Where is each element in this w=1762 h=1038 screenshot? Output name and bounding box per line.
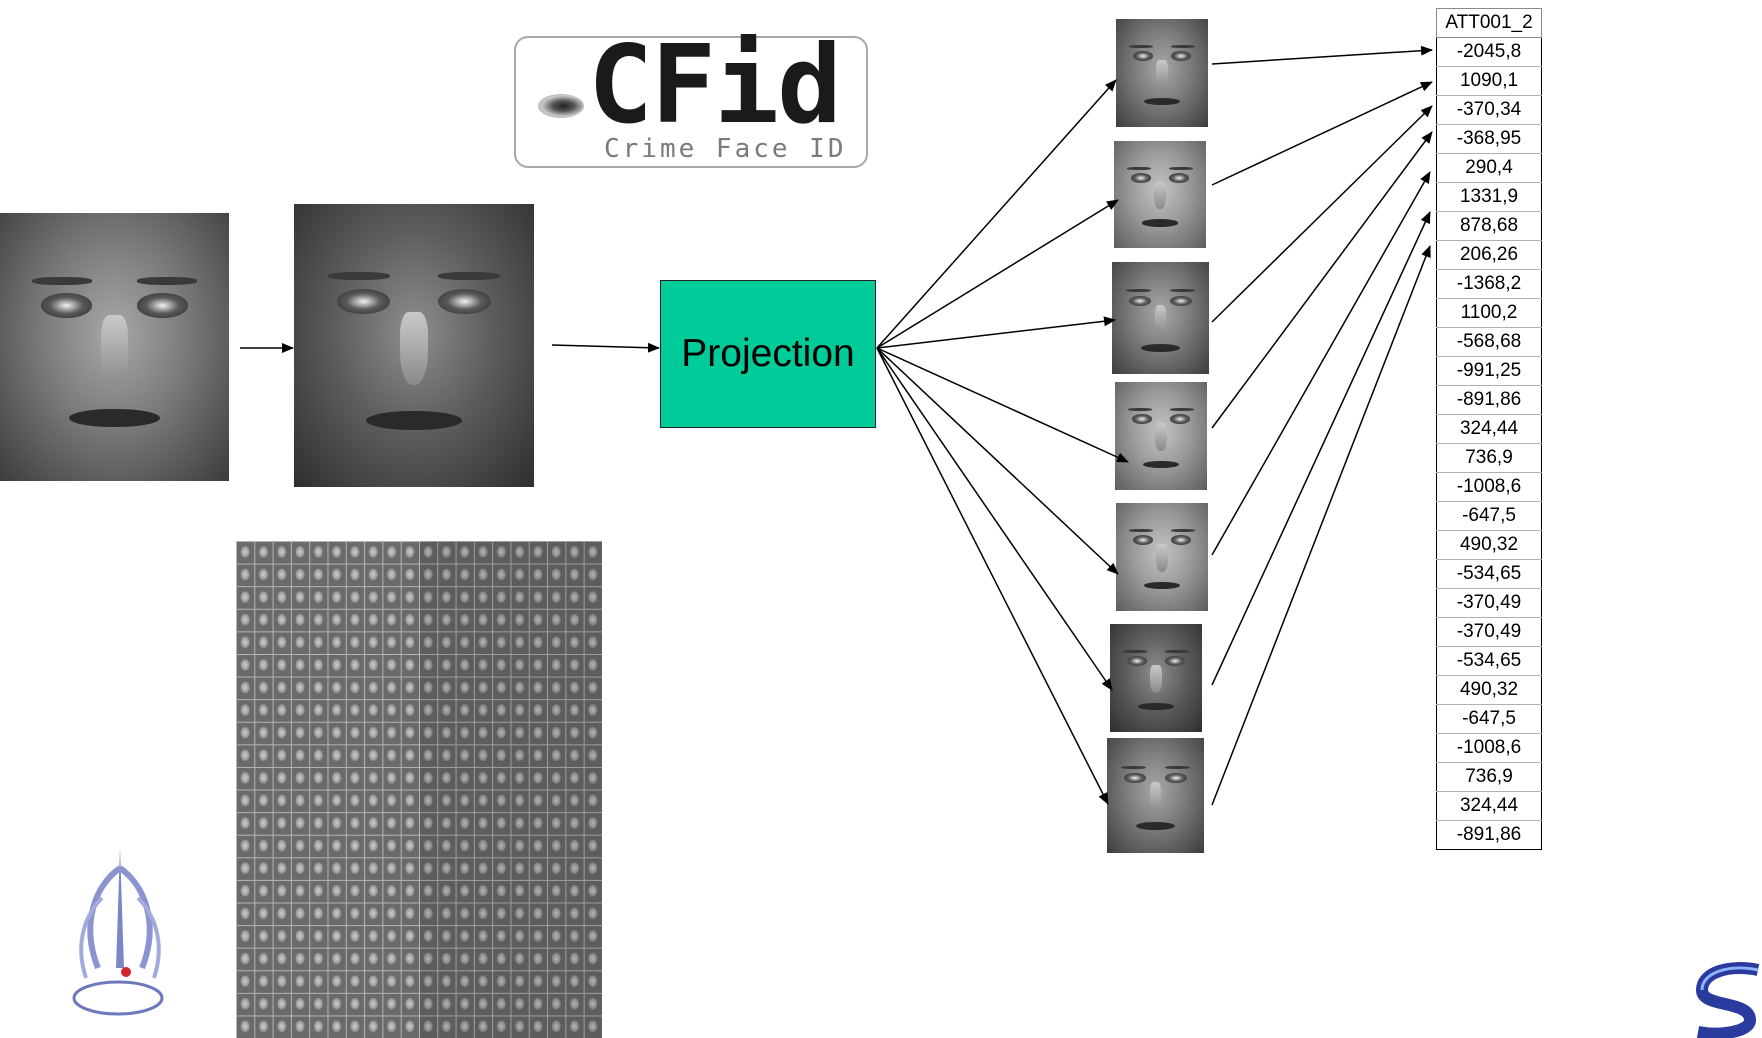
arrow-eigenface-7-to-table [1211,245,1431,806]
table-cell: 324,44 [1436,791,1542,821]
coefficient-table: ATT001_2 -2045,8 1090,1 -370,34 -368,95 … [1436,8,1542,850]
table-cell: 878,68 [1436,211,1542,241]
arrow-normalized-to-projection [551,342,660,353]
arrow-eigenface-6-to-table [1211,211,1431,686]
table-cell: 206,26 [1436,240,1542,270]
logo-subtitle: Crime Face ID [604,134,847,164]
table-cell: -1008,6 [1436,733,1542,763]
eye-icon [538,94,584,118]
table-cell: -1008,6 [1436,472,1542,502]
table-cell: -647,5 [1436,704,1542,734]
table-cell: -534,65 [1436,559,1542,589]
corner-logo-icon [1695,962,1760,1038]
normalized-face-photo [294,204,534,487]
arrow-projection-to-eigenface-1 [876,79,1117,349]
input-face-photo [0,213,229,481]
eigenface-4 [1115,382,1207,490]
eigenface-7 [1107,738,1204,853]
projection-box: Projection [660,280,876,428]
table-cell: -568,68 [1436,327,1542,357]
table-cell: 290,4 [1436,153,1542,183]
table-body: -2045,8 1090,1 -370,34 -368,95 290,4 133… [1436,37,1542,850]
table-cell: -647,5 [1436,501,1542,531]
arrow-projection-to-eigenface-4 [876,347,1129,463]
mosaic-shade [420,541,602,1038]
arrow-projection-to-eigenface-5 [876,347,1119,575]
table-cell: 736,9 [1436,443,1542,473]
arrow-projection-to-eigenface-6 [876,347,1113,691]
arrow-eigenface-2-to-table [1211,81,1433,186]
arrow-projection-to-eigenface-2 [876,199,1119,349]
arrow-projection-to-eigenface-3 [876,316,1116,349]
table-cell: 490,32 [1436,675,1542,705]
arrow-eigenface-3-to-table [1211,105,1433,323]
table-cell: -370,49 [1436,588,1542,618]
table-cell: -991,25 [1436,356,1542,386]
table-cell: 1331,9 [1436,182,1542,212]
eigenface-3 [1112,262,1209,374]
face-database-mosaic [236,541,602,1038]
eigenface-5 [1116,503,1208,611]
table-cell: -1368,2 [1436,269,1542,299]
table-cell: 736,9 [1436,762,1542,792]
arrow-projection-to-eigenface-7 [876,347,1109,805]
institution-emblem-icon [72,848,164,1016]
table-cell: -891,86 [1436,385,1542,415]
table-cell: 1100,2 [1436,298,1542,328]
table-cell: -534,65 [1436,646,1542,676]
table-cell: -891,86 [1436,820,1542,850]
table-cell: 490,32 [1436,530,1542,560]
arrow-eigenface-5-to-table [1211,171,1431,556]
eigenface-6 [1110,624,1202,732]
table-cell: -2045,8 [1436,37,1542,67]
arrow-eigenface-1-to-table [1211,45,1433,65]
logo-letters: CFid [588,23,842,148]
table-cell: 324,44 [1436,414,1542,444]
cfid-logo: CFid Crime Face ID [514,32,868,168]
eigenface-2 [1114,141,1206,248]
table-cell: -370,34 [1436,95,1542,125]
table-cell: -370,49 [1436,617,1542,647]
table-cell: -368,95 [1436,124,1542,154]
arrow-eigenface-4-to-table [1211,131,1433,429]
eigenface-1 [1116,19,1208,127]
table-header: ATT001_2 [1436,8,1542,38]
projection-label: Projection [681,332,855,375]
table-cell: 1090,1 [1436,66,1542,96]
